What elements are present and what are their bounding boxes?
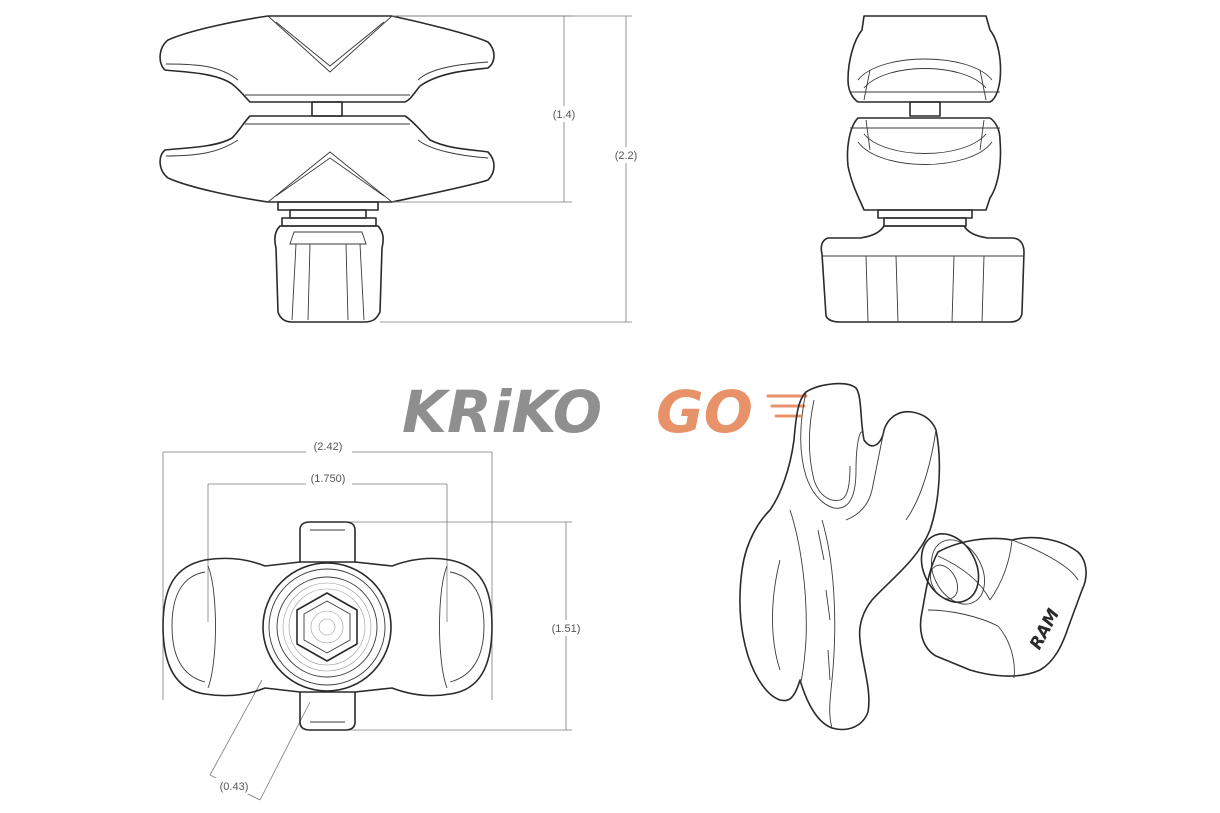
dim-1-4: (1.4) — [553, 109, 576, 121]
watermark-logo: KRiKO GO — [402, 378, 808, 446]
speed-lines-icon — [766, 394, 808, 418]
dim-2-42: (2.42) — [314, 441, 343, 453]
knob-brand-text: RAM — [1026, 606, 1064, 654]
front-view-dimensions: (1.4) (2.2) — [380, 15, 644, 323]
dim-0-43: (0.43) — [220, 781, 249, 793]
watermark-text-kriko: KRiKO — [402, 378, 602, 446]
front-view — [159, 15, 495, 323]
top-view: (2.42) (1.750) (1.51) (0.43) — [162, 438, 586, 801]
dim-1-750: (1.750) — [311, 473, 346, 485]
watermark-text-go: GO — [656, 378, 753, 446]
side-view — [820, 15, 1025, 323]
dim-2-2: (2.2) — [615, 150, 638, 162]
isometric-view: RAM — [739, 382, 1087, 731]
dim-1-51: (1.51) — [552, 623, 581, 635]
